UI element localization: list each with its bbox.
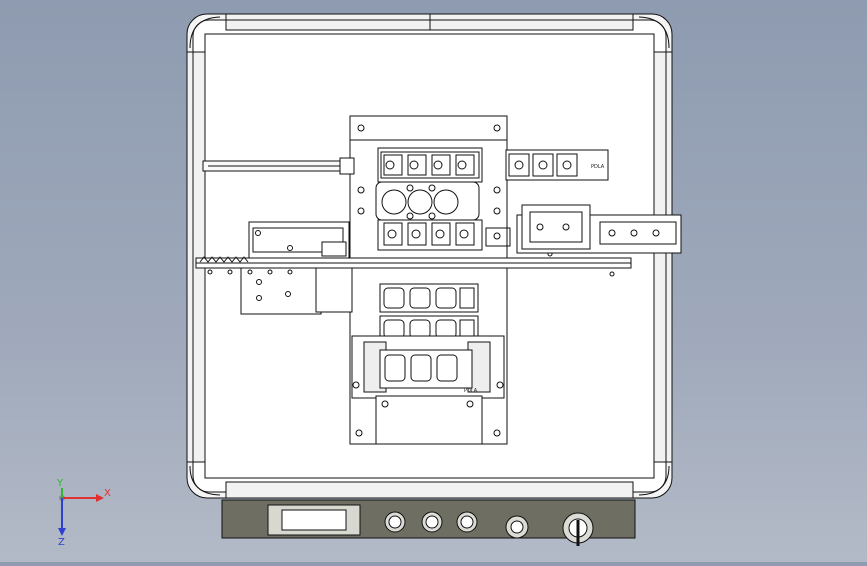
push-button-icon[interactable]	[456, 511, 478, 533]
selector-switch-icon[interactable]	[562, 512, 594, 546]
linear-module-left[interactable]	[240, 221, 353, 315]
tray-extension-right[interactable]	[505, 149, 609, 181]
orientation-triad: X Y Z	[56, 478, 111, 548]
bottom-block[interactable]	[375, 395, 483, 445]
carriage-right[interactable]	[485, 204, 682, 254]
horizontal-beam[interactable]	[195, 251, 632, 277]
emergency-stop-icon[interactable]	[505, 515, 529, 539]
tray-second[interactable]	[377, 219, 483, 251]
tray-lower-1[interactable]	[379, 283, 479, 313]
x-axis-label: X	[104, 488, 111, 499]
cylinder-rod-left[interactable]	[202, 157, 355, 175]
tray-top[interactable]	[377, 147, 483, 183]
tray-label-top: PDLA	[591, 164, 605, 170]
tray-label-clamp: PDLA	[464, 388, 478, 394]
y-axis-label: Y	[56, 478, 64, 489]
lens-block[interactable]	[375, 181, 480, 221]
push-button-icon[interactable]	[384, 511, 406, 533]
z-axis-label: Z	[58, 537, 65, 548]
push-button-icon[interactable]	[421, 511, 443, 533]
clamp-assembly[interactable]	[351, 335, 505, 399]
